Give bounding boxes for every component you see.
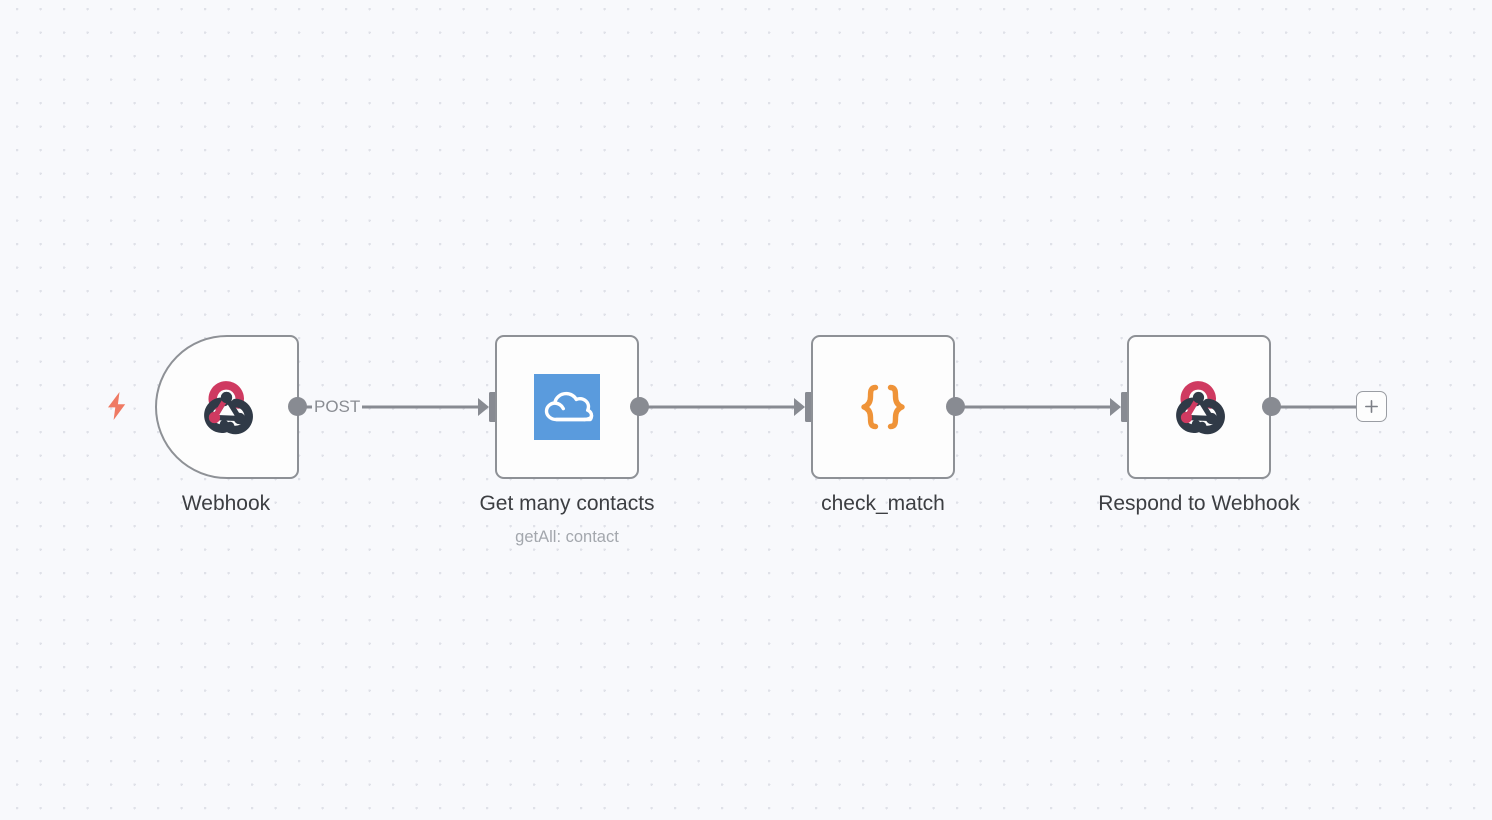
node-title-get-many-contacts: Get many contacts [479,492,655,515]
input-endpoint-respond-to-webhook[interactable] [1121,392,1130,422]
code-braces-icon [861,384,905,430]
node-respond-to-webhook[interactable] [1127,335,1271,479]
webhook-icon [1176,381,1225,435]
node-title-check-match: check_match [821,492,945,515]
lightning-bolt-icon [104,391,130,421]
node-title-webhook: Webhook [181,492,271,515]
node-caption-respond-to-webhook: Respond to Webhook [1069,491,1329,517]
node-caption-get-many-contacts: Get many contacts getAll: contact [437,491,697,549]
connection-label-post: POST [312,397,363,417]
node-caption-check-match: check_match [753,491,1013,517]
output-endpoint-respond-to-webhook[interactable] [1262,397,1281,416]
plus-icon [1365,400,1378,413]
input-arrow-respond-to-webhook [1110,398,1121,416]
node-check-match[interactable] [811,335,955,479]
input-endpoint-get-many-contacts[interactable] [489,392,498,422]
node-title-respond-to-webhook: Respond to Webhook [1098,492,1300,515]
input-arrow-get-many-contacts [478,398,489,416]
output-endpoint-webhook[interactable] [288,397,307,416]
add-node-button[interactable] [1356,391,1387,422]
salesforce-cloud-icon [534,374,600,440]
webhook-icon [204,381,253,435]
node-get-many-contacts[interactable] [495,335,639,479]
output-endpoint-check-match[interactable] [946,397,965,416]
node-webhook[interactable] [155,335,299,479]
input-arrow-check-match [794,398,805,416]
node-subtitle-get-many-contacts: getAll: contact [515,528,619,546]
input-endpoint-check-match[interactable] [805,392,814,422]
node-caption-webhook: Webhook [96,491,356,517]
output-endpoint-get-many-contacts[interactable] [630,397,649,416]
